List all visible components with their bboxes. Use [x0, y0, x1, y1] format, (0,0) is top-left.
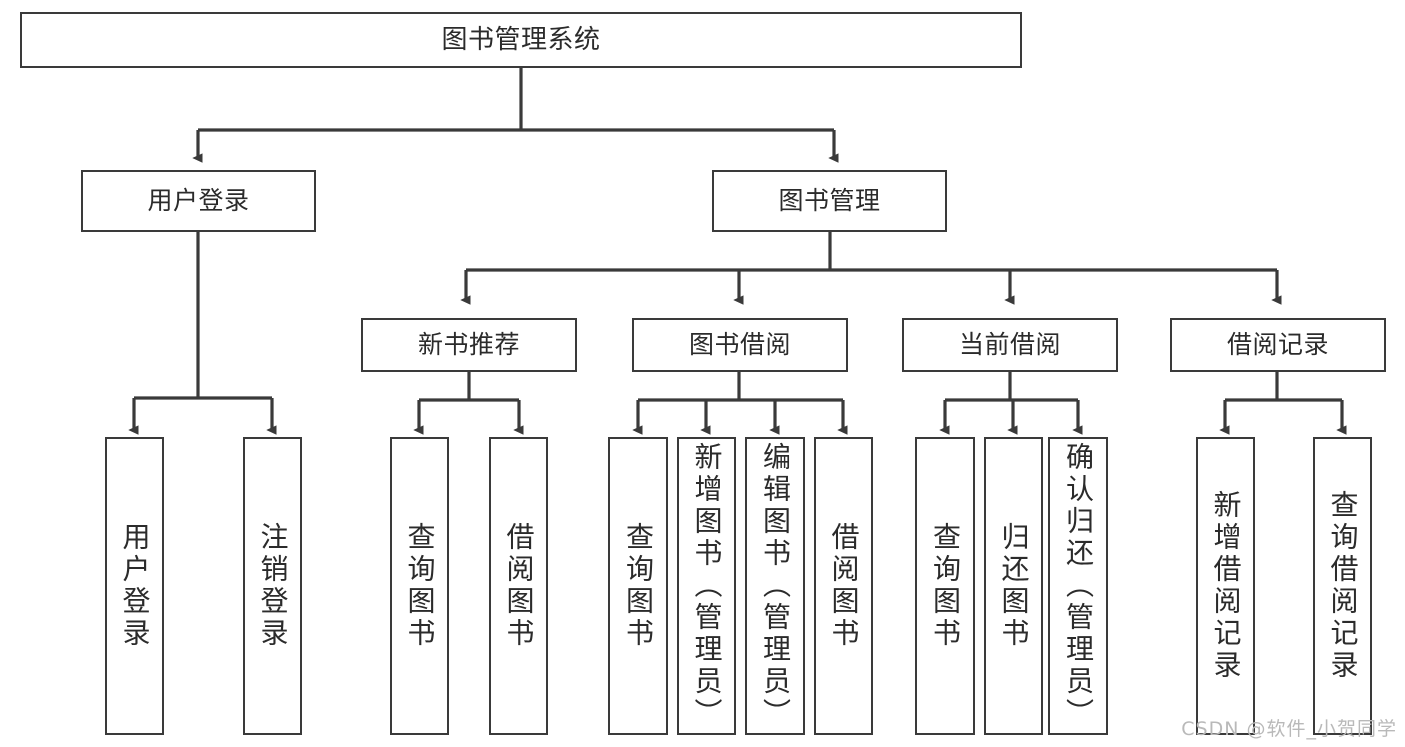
leaf-edit-book[interactable]: 编辑图书（管理员） — [745, 437, 805, 735]
node-new-book-recommend[interactable]: 新书推荐 — [361, 318, 577, 372]
node-label: 图书管理 — [778, 186, 881, 216]
node-user-login[interactable]: 用户登录 — [81, 170, 316, 232]
csdn-watermark: CSDN @软件_小贺同学 — [1181, 718, 1397, 740]
node-label: 查询图书 — [622, 522, 655, 650]
leaf-confirm-return[interactable]: 确认归还（管理员） — [1048, 437, 1108, 735]
node-borrow-record[interactable]: 借阅记录 — [1170, 318, 1386, 372]
node-book-borrow[interactable]: 图书借阅 — [632, 318, 848, 372]
node-label: 新书推荐 — [417, 330, 520, 360]
leaf-logout[interactable]: 注销登录 — [243, 437, 302, 735]
leaf-borrow-book-1[interactable]: 借阅图书 — [489, 437, 548, 735]
leaf-add-record[interactable]: 新增借阅记录 — [1196, 437, 1255, 735]
leaf-add-book[interactable]: 新增图书（管理员） — [677, 437, 736, 735]
node-label: 图书管理系统 — [441, 24, 601, 55]
node-label: 用户登录 — [118, 522, 152, 650]
node-label: 确认归还（管理员） — [1062, 442, 1095, 730]
leaf-query-book-3[interactable]: 查询图书 — [915, 437, 975, 735]
node-label: 图书借阅 — [688, 330, 791, 360]
node-label: 查询借阅记录 — [1326, 490, 1360, 682]
node-label: 当前借阅 — [958, 330, 1061, 360]
leaf-query-book-1[interactable]: 查询图书 — [390, 437, 449, 735]
leaf-query-record[interactable]: 查询借阅记录 — [1313, 437, 1372, 735]
node-label: 借阅图书 — [502, 522, 536, 650]
node-current-borrow[interactable]: 当前借阅 — [902, 318, 1118, 372]
node-label: 归还图书 — [997, 522, 1031, 650]
node-label: 用户登录 — [147, 186, 250, 216]
leaf-borrow-book-2[interactable]: 借阅图书 — [814, 437, 873, 735]
node-label: 新增借阅记录 — [1209, 490, 1243, 682]
node-label: 查询图书 — [403, 522, 437, 650]
node-label: 借阅图书 — [827, 522, 861, 650]
leaf-query-book-2[interactable]: 查询图书 — [608, 437, 668, 735]
node-label: 注销登录 — [256, 522, 290, 650]
node-root-book-management-system[interactable]: 图书管理系统 — [20, 12, 1022, 68]
node-label: 新增图书（管理员） — [690, 442, 724, 730]
node-label: 查询图书 — [929, 522, 962, 650]
node-book-manage[interactable]: 图书管理 — [712, 170, 947, 232]
leaf-return-book[interactable]: 归还图书 — [984, 437, 1043, 735]
node-label: 借阅记录 — [1226, 330, 1329, 360]
node-label: 编辑图书（管理员） — [759, 442, 792, 730]
leaf-user-login[interactable]: 用户登录 — [105, 437, 164, 735]
